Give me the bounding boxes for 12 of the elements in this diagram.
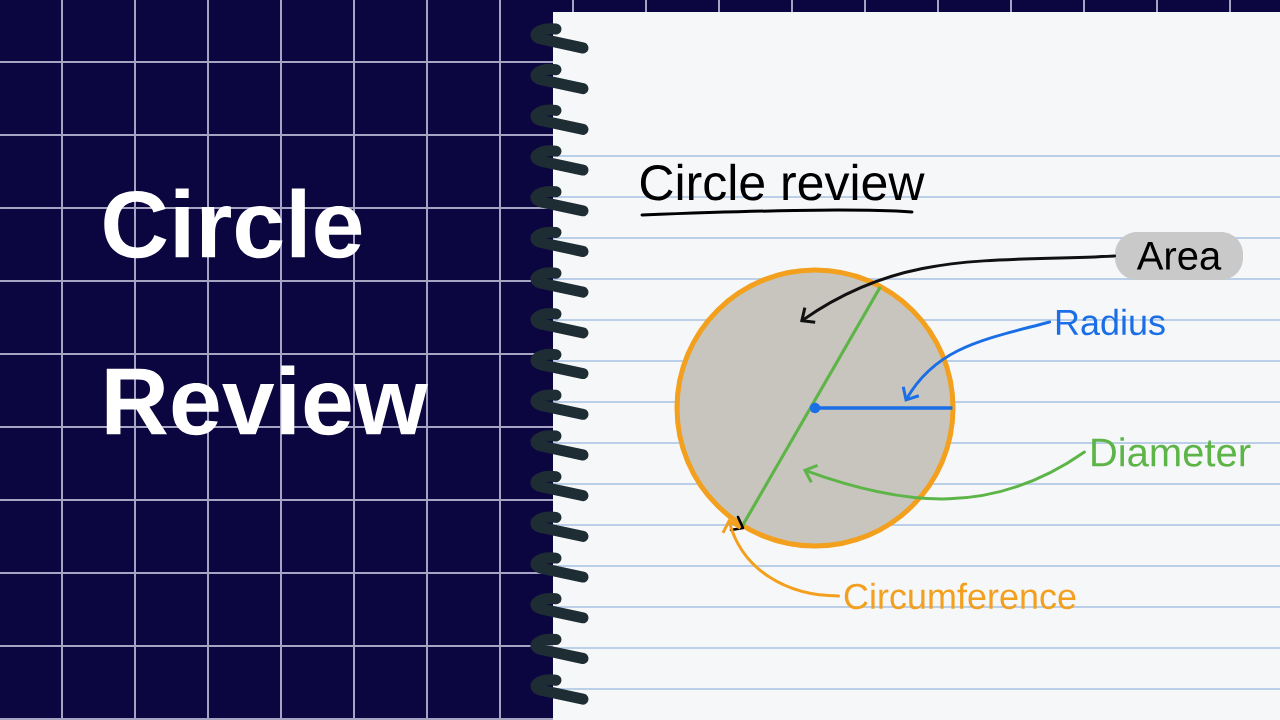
- leader-arrow: [721, 518, 841, 598]
- label-pill: Area: [1115, 232, 1243, 280]
- circle: [674, 267, 956, 549]
- leader-arrow: [800, 254, 1117, 324]
- radius-line: [809, 402, 953, 414]
- callout-label: Diameter: [1092, 437, 1251, 467]
- callout-label: Circumference: [844, 582, 1076, 610]
- leader-arrow: [901, 320, 1052, 402]
- leader-arrow: [802, 450, 1086, 501]
- heading: Circle review: [640, 163, 925, 201]
- diameter-line: [740, 286, 882, 528]
- callout-label: Radius: [1056, 308, 1165, 336]
